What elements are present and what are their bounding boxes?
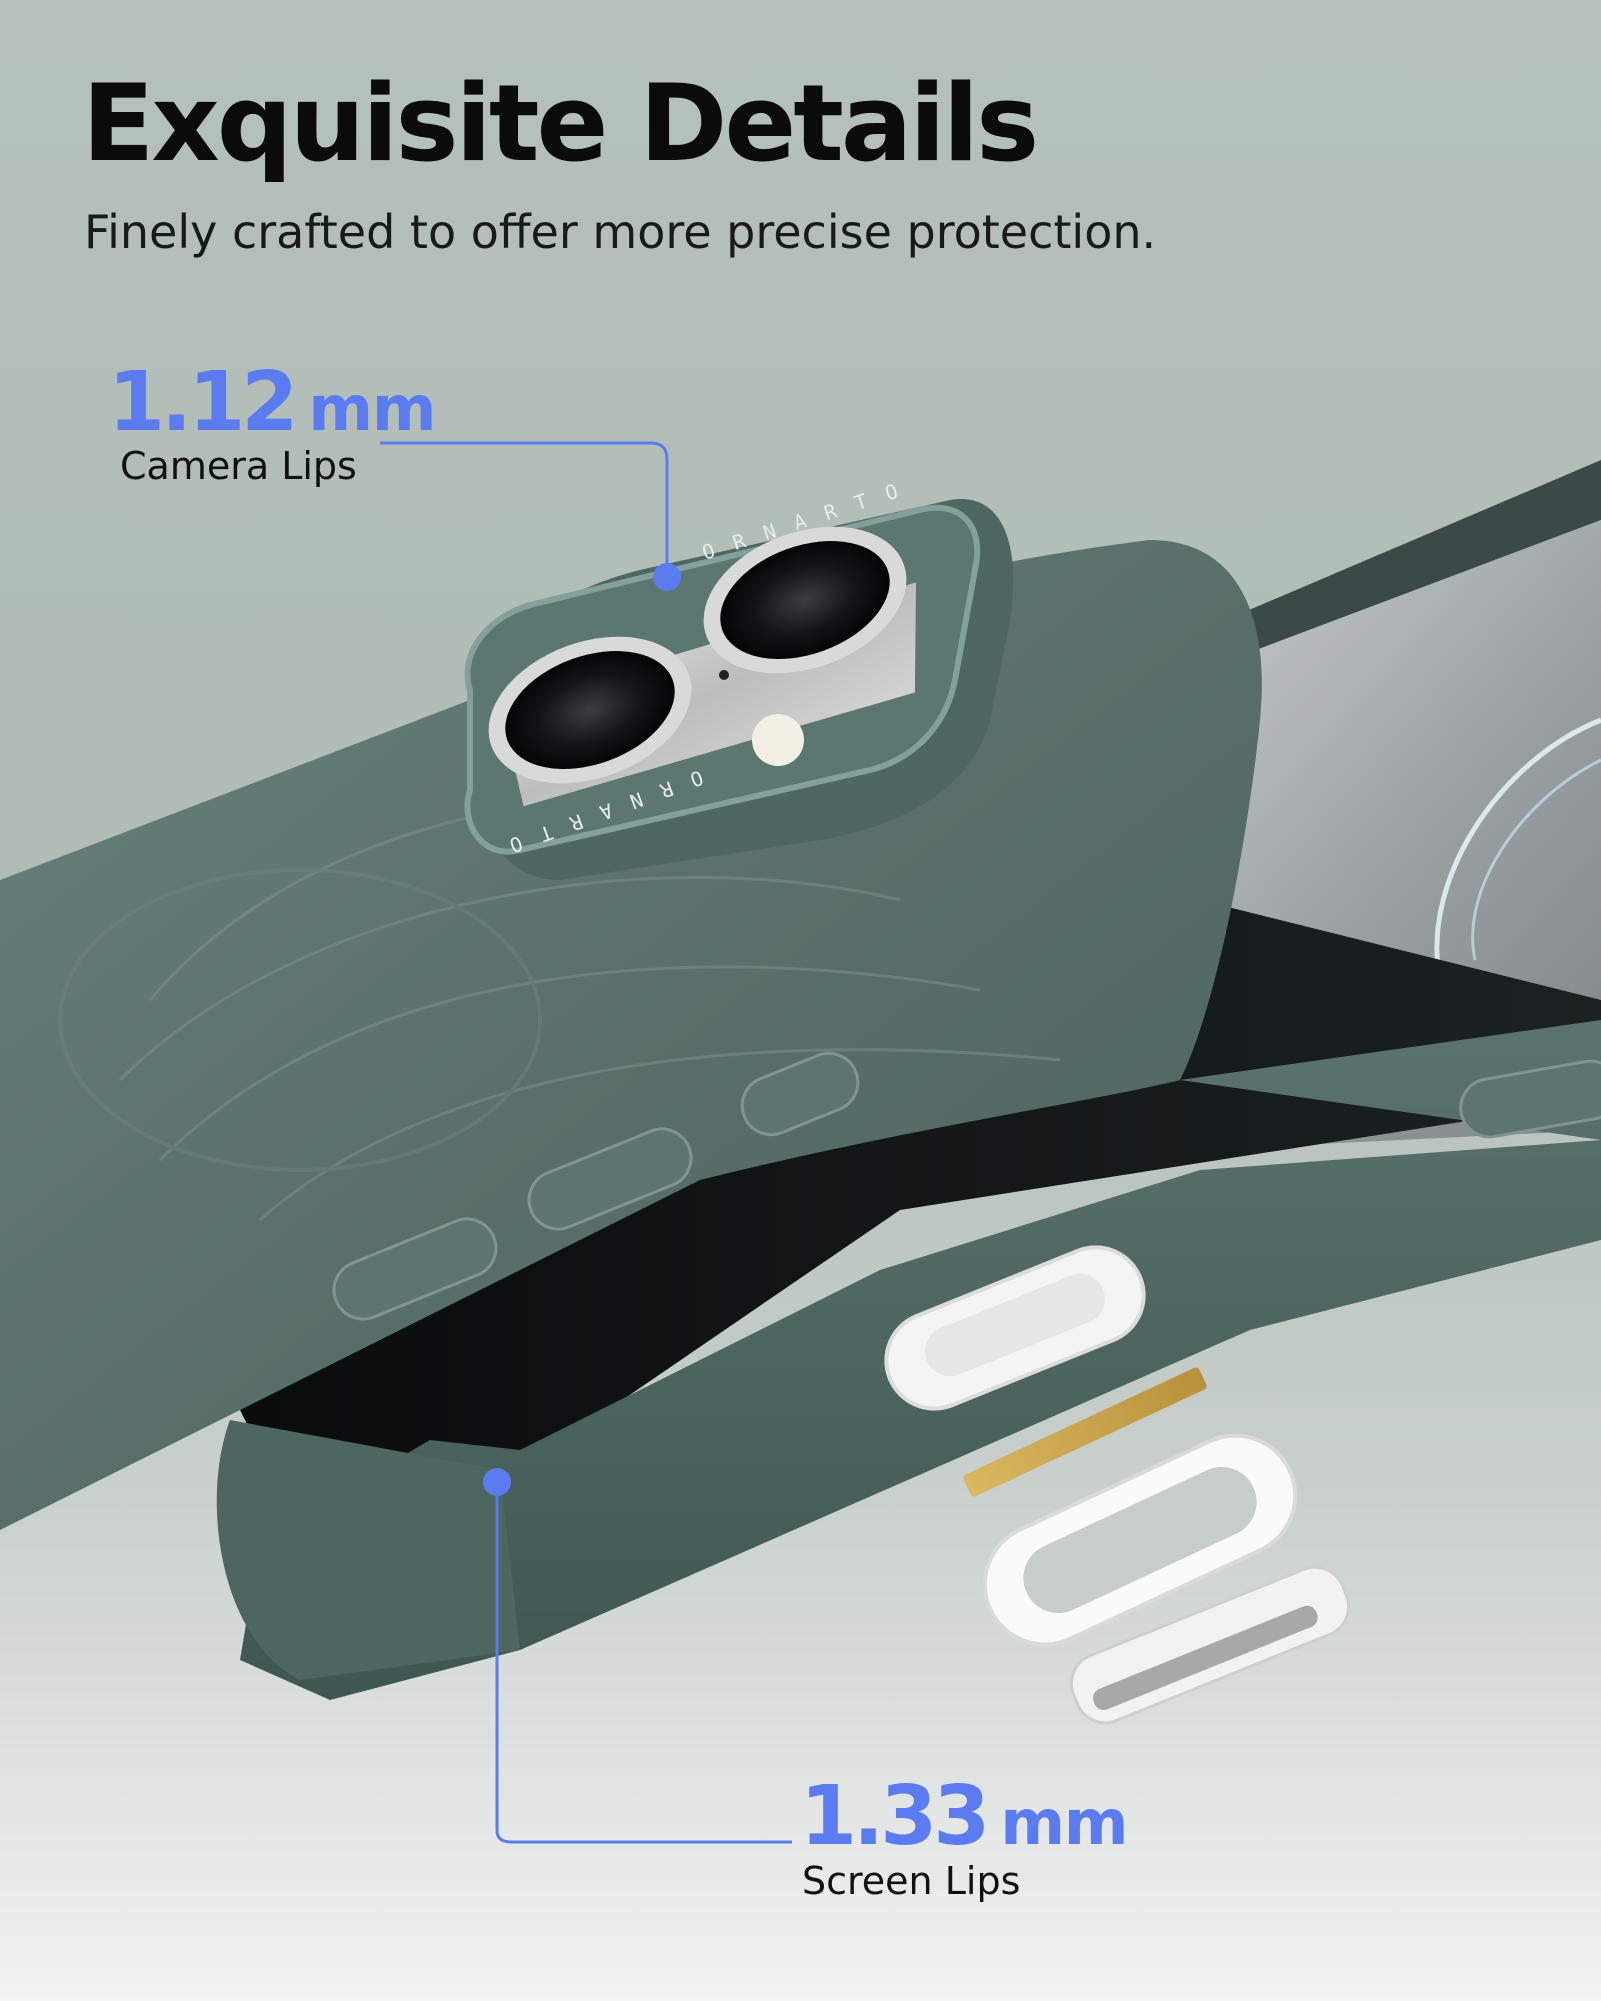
screen-lip-value: 1.33 bbox=[800, 1769, 990, 1864]
screen-callout-line bbox=[495, 1482, 792, 1844]
screen-lip-label: Screen Lips bbox=[802, 1859, 1021, 1903]
camera-lip-label: Camera Lips bbox=[120, 444, 357, 488]
page-subtitle: Finely crafted to offer more precise pro… bbox=[84, 205, 1157, 259]
camera-lip-unit: mm bbox=[308, 372, 436, 445]
port-cover-1 bbox=[884, 1245, 1146, 1411]
swirl-pattern bbox=[58, 796, 1061, 1222]
screen-callout-dot bbox=[483, 1468, 511, 1496]
port-cover-2 bbox=[1070, 1565, 1350, 1725]
flash bbox=[752, 714, 804, 766]
gold-strip bbox=[963, 1367, 1207, 1497]
camera-lip-value: 1.12 bbox=[108, 355, 298, 450]
camera-module bbox=[464, 499, 1014, 880]
page-title: Exquisite Details bbox=[82, 62, 1039, 185]
camera-callout-dot bbox=[653, 563, 681, 591]
side-buttons bbox=[332, 1051, 1601, 1321]
port-ring bbox=[982, 1433, 1298, 1647]
camera-callout-line bbox=[380, 441, 669, 577]
screen-lip-unit: mm bbox=[1000, 1786, 1128, 1859]
phone-glass bbox=[240, 900, 1601, 1470]
